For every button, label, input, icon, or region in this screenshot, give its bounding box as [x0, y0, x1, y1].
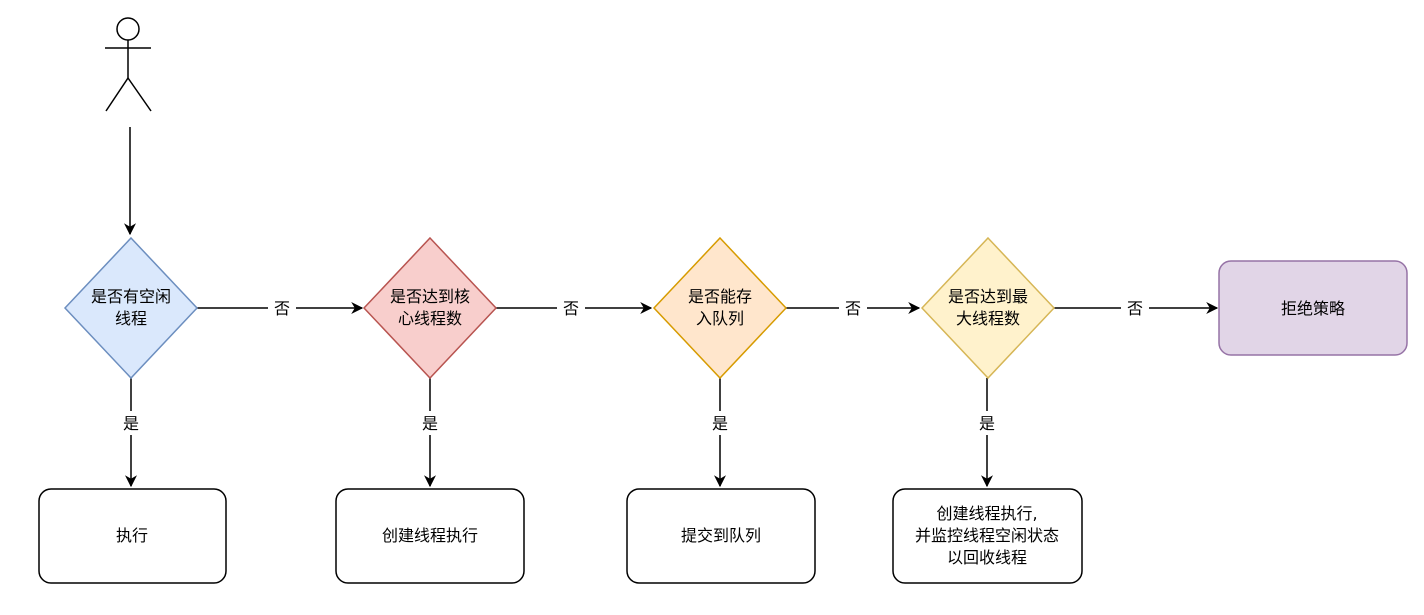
svg-text:是: 是: [422, 414, 438, 433]
process-shape: [1218, 260, 1408, 356]
decision-core-threads: 是否达到核 心线程数: [362, 236, 498, 380]
decision-label-line1: 是否达到核: [390, 287, 470, 306]
decision-label-line1: 是否有空闲: [91, 287, 171, 306]
edge-label-no-3: 否: [839, 296, 867, 320]
process-shape: [38, 488, 227, 584]
decision-label-line2: 入队列: [696, 309, 744, 328]
process-label: 执行: [116, 526, 148, 545]
process-label: 提交到队列: [681, 526, 761, 545]
process-label-line3: 以回收线程: [947, 548, 1027, 567]
edge-label-no-4: 否: [1121, 296, 1149, 320]
decision-label-line2: 大线程数: [956, 309, 1020, 328]
process-label: 创建线程执行: [382, 526, 478, 545]
process-label-line1: 创建线程执行,: [936, 504, 1037, 523]
edge-label-yes-4: 是: [974, 411, 1000, 435]
diamond-shape: [920, 236, 1056, 380]
decision-label-line2: 心线程数: [398, 309, 462, 328]
decision-label-line1: 是否能存: [688, 287, 752, 306]
edge-label-no-2: 否: [557, 296, 585, 320]
diamond-shape: [63, 236, 199, 380]
actor-icon: [105, 17, 152, 112]
svg-text:是: 是: [979, 414, 995, 433]
edge-label-no-1: 否: [268, 296, 296, 320]
decision-label-line2: 线程: [115, 309, 147, 328]
edge-label-yes-2: 是: [417, 411, 443, 435]
process-shape: [892, 488, 1083, 584]
diamond-shape: [362, 236, 498, 380]
reject-policy-box: 拒绝策略: [1218, 260, 1408, 356]
decision-label-line1: 是否达到最: [948, 287, 1028, 306]
svg-text:是: 是: [123, 414, 139, 433]
action-create-monitor-box: 创建线程执行, 并监控线程空闲状态 以回收线程: [892, 488, 1083, 584]
svg-text:否: 否: [563, 299, 579, 318]
actor-right-leg: [127, 77, 152, 112]
svg-text:否: 否: [845, 299, 861, 318]
svg-text:否: 否: [274, 299, 290, 318]
decision-idle-thread: 是否有空闲 线程: [63, 236, 199, 380]
action-submit-queue-box: 提交到队列: [626, 488, 816, 584]
process-shape: [335, 488, 525, 584]
actor-left-leg: [105, 77, 129, 112]
action-execute-box: 执行: [38, 488, 227, 584]
edge-label-yes-1: 是: [118, 411, 144, 435]
decision-max-threads: 是否达到最 大线程数: [920, 236, 1056, 380]
svg-text:否: 否: [1127, 299, 1143, 318]
svg-text:是: 是: [712, 414, 728, 433]
decision-queue: 是否能存 入队列: [652, 236, 788, 380]
process-label-line2: 并监控线程空闲状态: [915, 526, 1059, 545]
process-label: 拒绝策略: [1281, 299, 1345, 318]
edge-label-yes-3: 是: [707, 411, 733, 435]
process-shape: [626, 488, 816, 584]
diamond-shape: [652, 236, 788, 380]
action-create-thread-box: 创建线程执行: [335, 488, 525, 584]
actor-head: [116, 17, 140, 41]
